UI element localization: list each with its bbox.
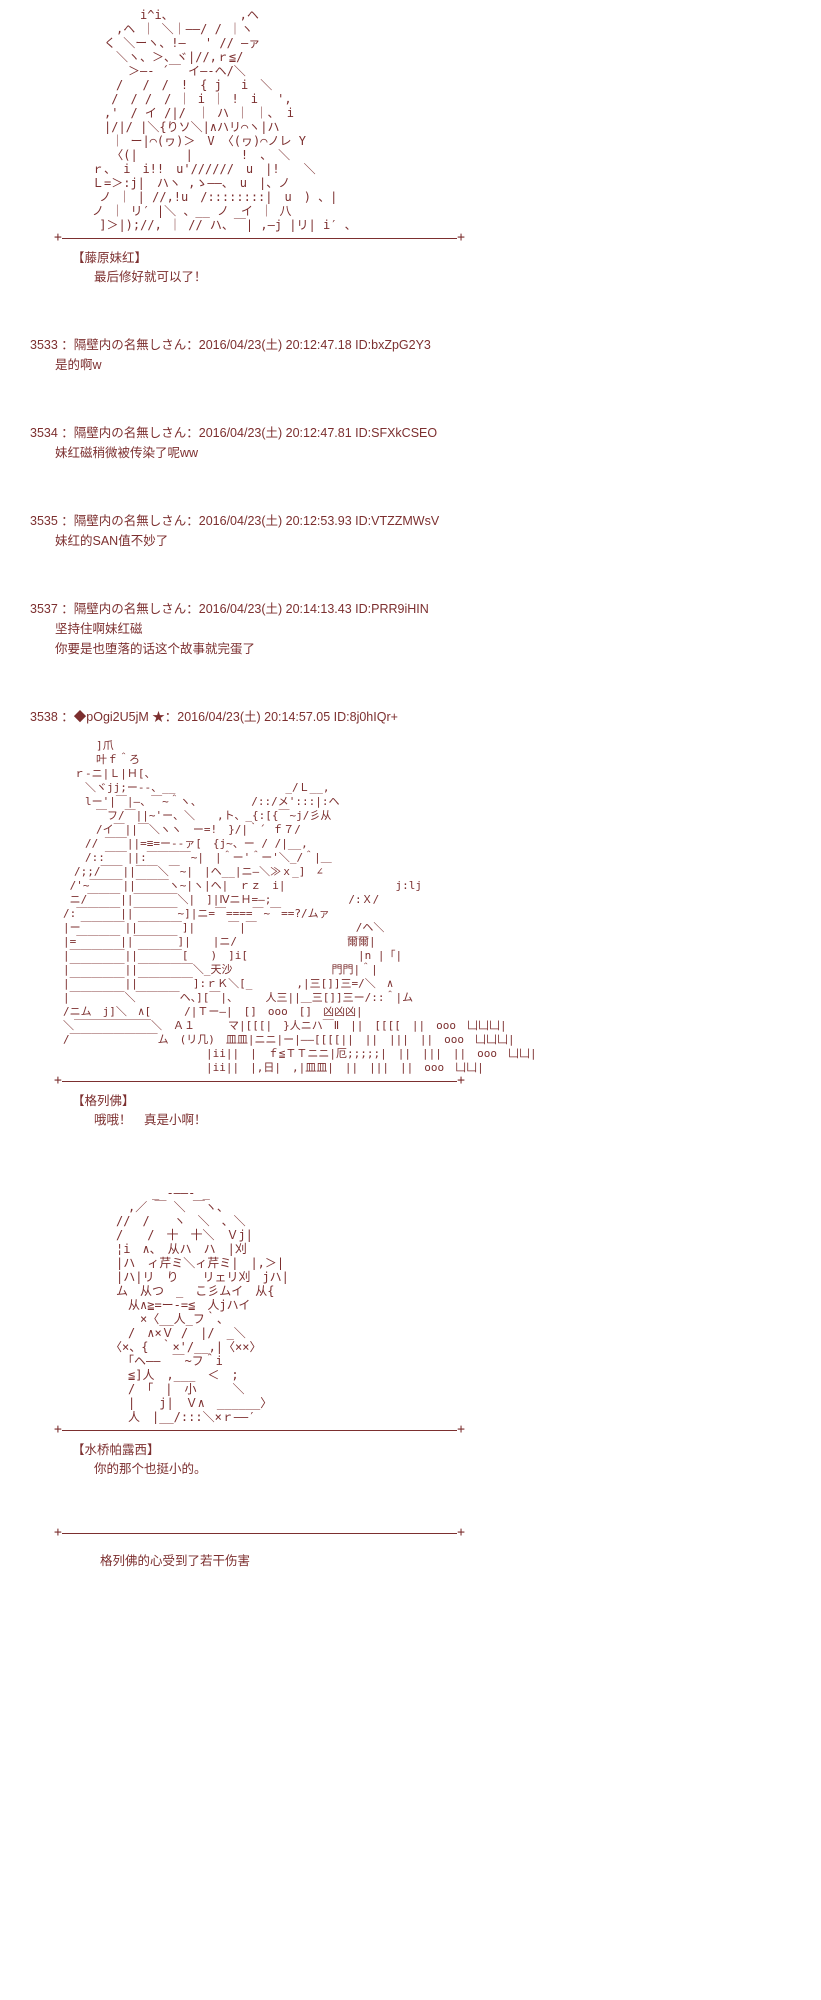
narration-line: 格列佛的心受到了若干伤害 [100, 1554, 251, 1568]
aa-gulliver-scene: ]爪 叶ｆ＾ろ ｒ‐ニ|Ｌ|Ｈ[、 ＼ヾjj;ー--、__ _/Ｌ__, lー'… [62, 739, 537, 1074]
post-body-line: 妹红磁稍微被传染了呢ww [55, 446, 199, 460]
post-3538: 3538 ：◆pOgi2U5jM ★：2016/04/23(土) 20:14:5… [30, 709, 821, 725]
aa-dialogue: 【藤原妹红】最后修好就可以了！ [72, 250, 821, 285]
separator-plus-left: + [54, 230, 62, 245]
separator-plus-left: + [54, 1422, 62, 1437]
post-header: 3538 ：◆pOgi2U5jM ★：2016/04/23(土) 20:14:5… [30, 710, 398, 724]
post-header: 3533 ：隔壁内の名無しさん：2016/04/23(土) 20:12:47.1… [30, 338, 431, 352]
post-body-line: 是的啊w [55, 358, 102, 372]
dialogue-line: 最后修好就可以了！ [94, 270, 207, 284]
speaker-name: 【格列佛】 [72, 1094, 135, 1108]
aa-separator: ++ [54, 1422, 465, 1440]
separator-plus-right: + [457, 1525, 465, 1540]
aa-mokou: i^i、 ,ヘ ,ヘ ｜ ＼｜――/ / ｜ヽ く ＼ーヽ、!― ' // ―ァ… [92, 8, 357, 232]
speaker-name: 【水桥帕露西】 [72, 1443, 160, 1457]
separator-plus-left: + [54, 1073, 62, 1088]
thread: i^i、 ,ヘ ,ヘ ｜ ＼｜――/ / ｜ヽ く ＼ーヽ、!― ' // ―ァ… [30, 8, 821, 1568]
separator-plus-right: + [457, 230, 465, 245]
aa-separator: ++ [54, 230, 465, 248]
post-3537: 3537 ：隔壁内の名無しさん：2016/04/23(土) 20:14:13.4… [30, 601, 821, 657]
dialogue-line: 你的那个也挺小的。 [94, 1462, 207, 1476]
post-3534: 3534 ：隔壁内の名無しさん：2016/04/23(土) 20:12:47.8… [30, 425, 821, 461]
dialogue-line: 哦哦！ 真是小啊！ [94, 1113, 207, 1127]
aa-separator: ++ [54, 1073, 465, 1091]
speaker-name: 【藤原妹红】 [72, 251, 148, 265]
post-3535: 3535 ：隔壁内の名無しさん：2016/04/23(土) 20:12:53.9… [30, 513, 821, 549]
post-header: 3537 ：隔壁内の名無しさん：2016/04/23(土) 20:14:13.4… [30, 602, 429, 616]
post-3533: 3533 ：隔壁内の名無しさん：2016/04/23(土) 20:12:47.1… [30, 337, 821, 373]
post-body-line: 坚持住啊妹红磁 [55, 622, 143, 636]
separator-plus-right: + [457, 1422, 465, 1437]
aa-parsee: _ -――- _ ,／ ￣ ＼ ￣ヽ、 // / ヽ ＼ 、＼ / / 十 十＼… [116, 1186, 289, 1424]
aa-dialogue: 【水桥帕露西】你的那个也挺小的。 [72, 1442, 821, 1477]
post-body-line: 妹红的SAN值不妙了 [55, 534, 169, 548]
post-header: 3535 ：隔壁内の名無しさん：2016/04/23(土) 20:12:53.9… [30, 514, 440, 528]
aa-dialogue: 【格列佛】哦哦！ 真是小啊！ [72, 1093, 821, 1128]
post-body-line: 你要是也堕落的话这个故事就完蛋了 [55, 642, 256, 656]
separator-plus-right: + [457, 1073, 465, 1088]
separator-plus-left: + [54, 1525, 62, 1540]
post-header: 3534 ：隔壁内の名無しさん：2016/04/23(土) 20:12:47.8… [30, 426, 438, 440]
aa-separator: ++ [54, 1525, 465, 1543]
